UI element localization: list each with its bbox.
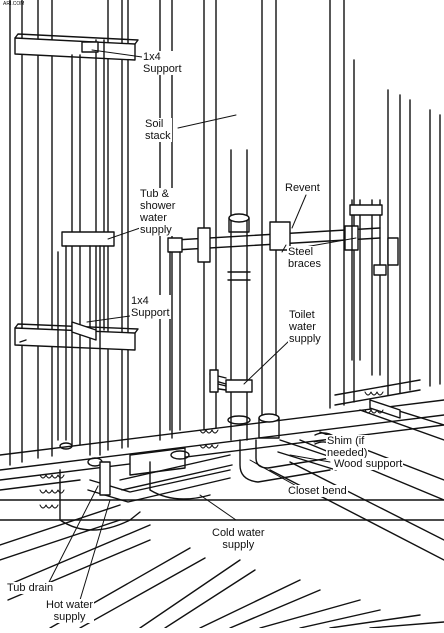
label-1x4-support-mid: 1x4 Support xyxy=(130,295,171,319)
watermark: ARI.COM xyxy=(3,1,25,7)
label-shim: Shim (if needed) xyxy=(326,435,369,459)
hatching xyxy=(39,391,384,509)
label-soil-stack: Soil stack xyxy=(144,118,172,142)
label-tub-shower-supply: Tub & shower water supply xyxy=(139,188,177,236)
tub-supply-pipes xyxy=(57,39,115,467)
label-cold-water-supply: Cold water supply xyxy=(211,527,266,551)
support-boards xyxy=(14,33,139,351)
label-steel-braces: Steel braces xyxy=(287,246,323,270)
label-tub-drain: Tub drain xyxy=(6,582,55,594)
bottom-plate xyxy=(0,399,444,491)
leader-lines xyxy=(44,49,357,601)
label-closet-bend: Closet bend xyxy=(287,485,348,497)
floor-water-lines xyxy=(59,379,421,531)
label-1x4-support-top: 1x4 Support xyxy=(142,51,183,75)
right-supply-pipes xyxy=(349,199,399,376)
toilet-supply xyxy=(209,369,227,393)
label-hot-water-supply: Hot water supply xyxy=(45,599,95,623)
label-toilet-water-supply: Toilet water supply xyxy=(288,309,322,345)
revent-pipe xyxy=(167,221,381,431)
soil-stack xyxy=(211,149,253,441)
label-revent: Revent xyxy=(284,182,321,194)
wall-studs xyxy=(9,0,441,466)
label-wood-support: Wood support xyxy=(333,458,404,470)
